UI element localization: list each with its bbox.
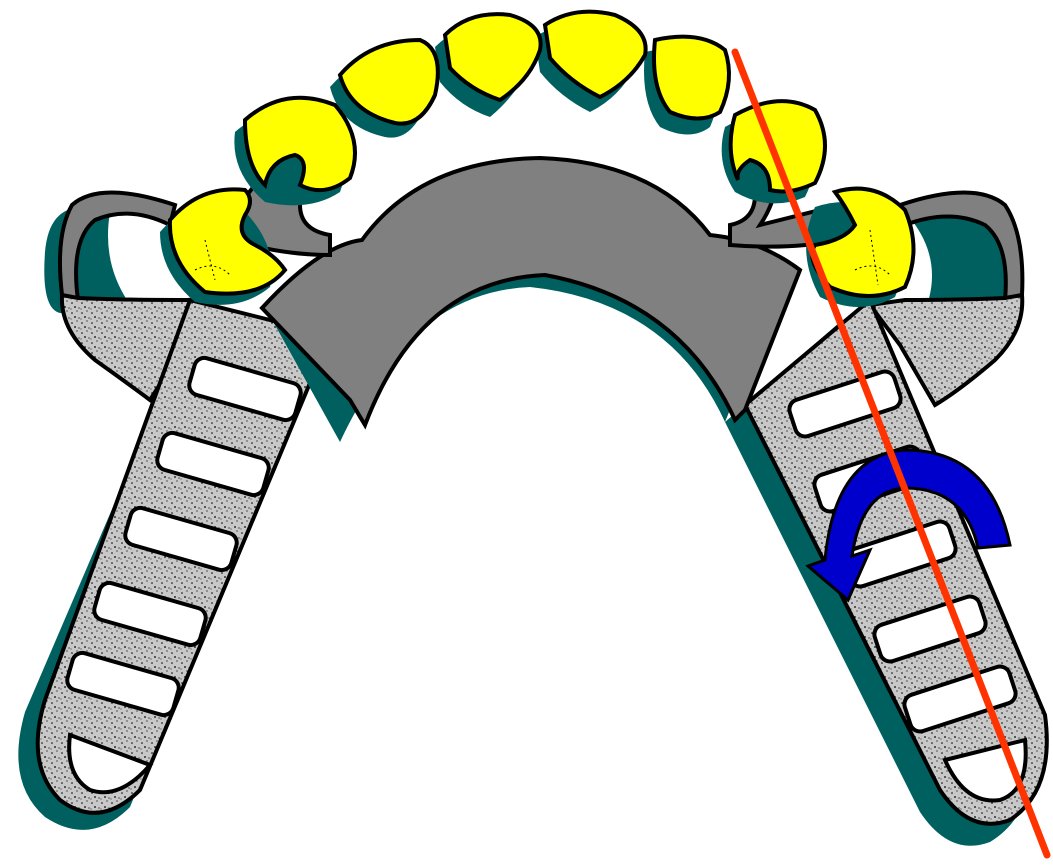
- tooth-lateral-right: [654, 37, 729, 119]
- major-connector-body: [262, 158, 800, 425]
